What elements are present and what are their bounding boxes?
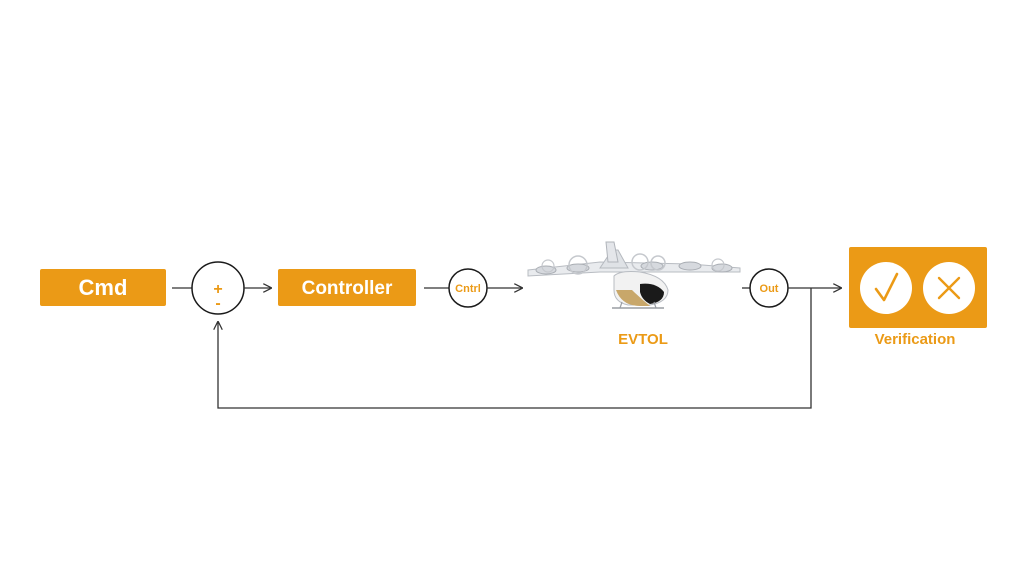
control-signal-label: Cntrl	[455, 283, 481, 295]
controller-block: Controller	[278, 269, 416, 306]
verification-block	[849, 247, 987, 328]
output-signal-label: Out	[760, 283, 779, 295]
cross-icon	[923, 262, 975, 314]
evtol-aircraft-image	[527, 241, 741, 309]
output-signal-node: Out	[749, 268, 789, 308]
sum-plus-sign: +	[213, 281, 222, 298]
sum-minus-sign: -	[215, 295, 220, 312]
cmd-label: Cmd	[79, 275, 128, 300]
controller-label: Controller	[302, 278, 393, 299]
check-icon	[860, 262, 912, 314]
plant-label: EVTOL	[618, 331, 668, 348]
cmd-block: Cmd	[40, 269, 166, 306]
verification-label: Verification	[875, 331, 956, 348]
feedback-path	[218, 288, 812, 409]
control-signal-node: Cntrl	[448, 268, 488, 308]
summing-junction: + -	[191, 261, 245, 315]
